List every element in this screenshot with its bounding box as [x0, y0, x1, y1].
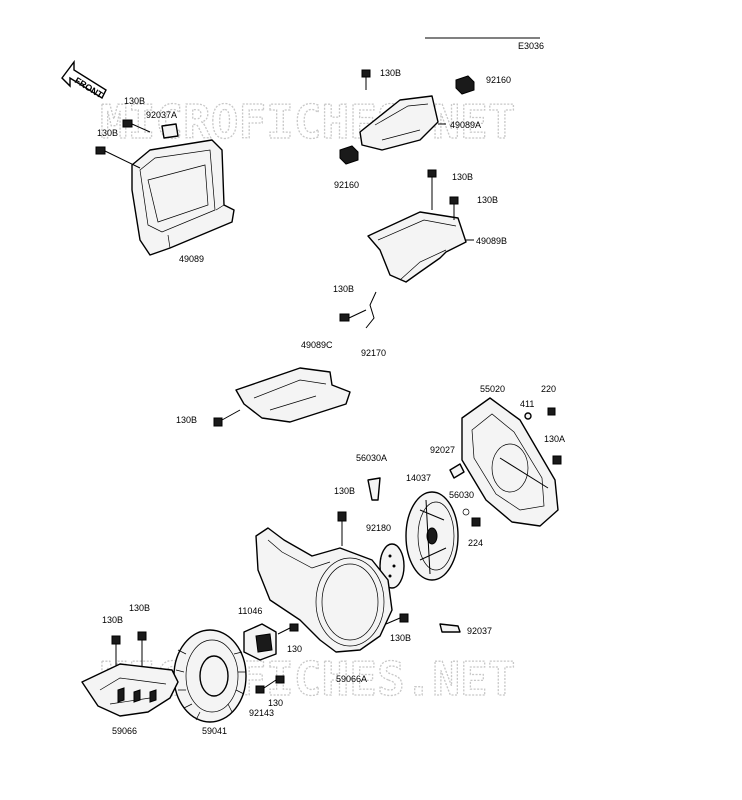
- front-arrow-icon: FRONT: [61, 59, 107, 100]
- label-130B-j: 130B: [102, 615, 123, 625]
- label-59066A: 59066A: [336, 674, 367, 684]
- pin-92037-icon: [439, 623, 461, 633]
- label-92037A: 92037A: [146, 110, 177, 120]
- label-130B-b: 130B: [97, 128, 118, 138]
- label-92027: 92027: [430, 445, 455, 455]
- label-130B-c: 130B: [452, 172, 473, 182]
- label-220: 220: [541, 384, 556, 394]
- bolt-130B-c-icon: [427, 169, 437, 210]
- label-92160-b: 92160: [334, 180, 359, 190]
- label-49089B: 49089B: [476, 236, 507, 246]
- label-59066: 59066: [112, 726, 137, 736]
- label-59041: 59041: [202, 726, 227, 736]
- label-411: 411: [520, 399, 534, 409]
- bolt-130B-top-icon: [361, 69, 371, 90]
- label-130B-h: 130B: [390, 633, 411, 643]
- plate-49089C: [235, 367, 351, 423]
- label-130-a: 130: [287, 644, 302, 654]
- diagram-code: E3036: [518, 41, 544, 51]
- watermark-top: MICROFICHES.NET: [100, 95, 515, 149]
- bolt-224-icon: [471, 517, 481, 527]
- label-130B-d: 130B: [477, 195, 498, 205]
- label-92037: 92037: [467, 626, 492, 636]
- clip-92037A-icon: [161, 123, 179, 139]
- pulley-14037: [405, 491, 459, 581]
- washer-411-icon: [524, 412, 532, 420]
- rubber-92160-a-icon: [455, 75, 475, 95]
- label-130B-top: 130B: [380, 68, 401, 78]
- label-92160-a: 92160: [486, 75, 511, 85]
- label-130B-g: 130B: [334, 486, 355, 496]
- bolt-130B-d-icon: [449, 196, 459, 220]
- pawl-56030A-icon: [367, 477, 381, 501]
- bolt-130B-i-icon: [137, 631, 147, 666]
- label-14037: 14037: [406, 473, 431, 483]
- bolt-130B-b-icon: [95, 146, 141, 169]
- label-130B-f: 130B: [176, 415, 197, 425]
- fan-59041: [173, 629, 247, 723]
- label-56030: 56030: [449, 490, 474, 500]
- spring-56030-icon: [462, 508, 470, 516]
- label-55020: 55020: [480, 384, 505, 394]
- label-92180: 92180: [366, 523, 391, 533]
- label-130A: 130A: [544, 434, 565, 444]
- spring-92170-icon: [365, 291, 377, 329]
- rubber-92160-b-icon: [339, 145, 359, 165]
- shroud-49089B: [367, 211, 467, 283]
- label-130B-e: 130B: [333, 284, 354, 294]
- starter-case-55020: [461, 397, 559, 527]
- label-11046: 11046: [238, 606, 262, 616]
- label-49089A: 49089A: [450, 120, 481, 130]
- label-130-b: 130: [268, 698, 283, 708]
- label-130B-i: 130B: [129, 603, 150, 613]
- collar-92143-icon: [255, 685, 265, 694]
- bolt-130B-g-icon: [337, 511, 347, 546]
- bolt-130B-a-icon: [122, 119, 151, 133]
- cover-49089A: [359, 95, 439, 151]
- label-92143: 92143: [249, 708, 274, 718]
- bolt-130B-h-icon: [385, 613, 409, 625]
- bolt-130B-e-icon: [339, 309, 367, 322]
- bolt-130A-icon: [552, 455, 562, 465]
- label-92170: 92170: [361, 348, 386, 358]
- bolt-130-a-icon: [277, 623, 299, 635]
- bolt-130B-f-icon: [213, 409, 241, 427]
- cover-59066: [81, 663, 179, 717]
- bracket-11046: [243, 623, 277, 661]
- label-224: 224: [468, 538, 483, 548]
- fan-housing-59066A: [255, 527, 393, 653]
- bolt-130-b-icon: [263, 675, 285, 689]
- label-56030A: 56030A: [356, 453, 387, 463]
- label-49089: 49089: [179, 254, 204, 264]
- shroud-49089: [131, 139, 235, 256]
- label-130B-a: 130B: [124, 96, 145, 106]
- nut-220-icon: [547, 407, 556, 416]
- label-49089C: 49089C: [301, 340, 333, 350]
- collar-92027-icon: [449, 463, 465, 479]
